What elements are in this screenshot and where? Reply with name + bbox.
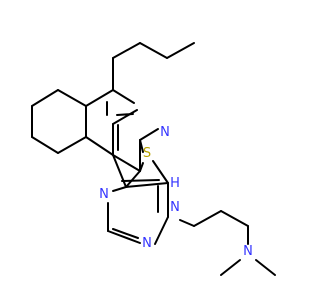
atom-label-n-pyridine: N xyxy=(160,125,170,140)
bond-line xyxy=(152,160,169,184)
bond-line xyxy=(139,42,168,59)
bond-line xyxy=(139,139,144,153)
bond-line xyxy=(112,154,141,172)
bond-line xyxy=(139,128,159,141)
atom-label-backdrop xyxy=(186,159,208,191)
bond-line xyxy=(112,42,141,59)
bond-line xyxy=(31,89,59,107)
bond-line xyxy=(154,216,169,245)
atom-label-n-pyrimidine-top: N xyxy=(99,187,109,202)
bond-line xyxy=(112,109,138,125)
bond-line xyxy=(112,228,139,239)
bond-line xyxy=(139,162,144,172)
bond-line xyxy=(193,210,222,227)
bond-line xyxy=(220,259,241,276)
molecule-diagram: N S N N N H N xyxy=(31,42,276,276)
bond-lines xyxy=(31,42,276,276)
bond-line xyxy=(107,230,141,244)
bond-line xyxy=(116,113,134,116)
atom-label-n-pyrimidine-bottom: N xyxy=(142,236,152,251)
atom-label-n-dimethylamino: N xyxy=(243,244,253,259)
bond-line xyxy=(255,259,276,276)
bond-line xyxy=(57,136,87,154)
atom-label-h-amine: H xyxy=(170,176,180,191)
bond-line xyxy=(125,182,169,188)
bond-line xyxy=(85,89,114,107)
bond-line xyxy=(125,170,141,188)
bond-line xyxy=(31,136,59,154)
bond-line xyxy=(166,42,195,59)
bond-line xyxy=(112,89,135,104)
bond-line xyxy=(112,186,127,192)
bond-line xyxy=(85,136,114,156)
bond-line xyxy=(220,210,249,227)
atom-label-s-thiophene: S xyxy=(143,146,151,161)
bond-line xyxy=(179,219,195,227)
bond-line xyxy=(57,89,87,107)
bond-line xyxy=(121,179,160,182)
atom-label-n-amine: N xyxy=(170,200,180,215)
